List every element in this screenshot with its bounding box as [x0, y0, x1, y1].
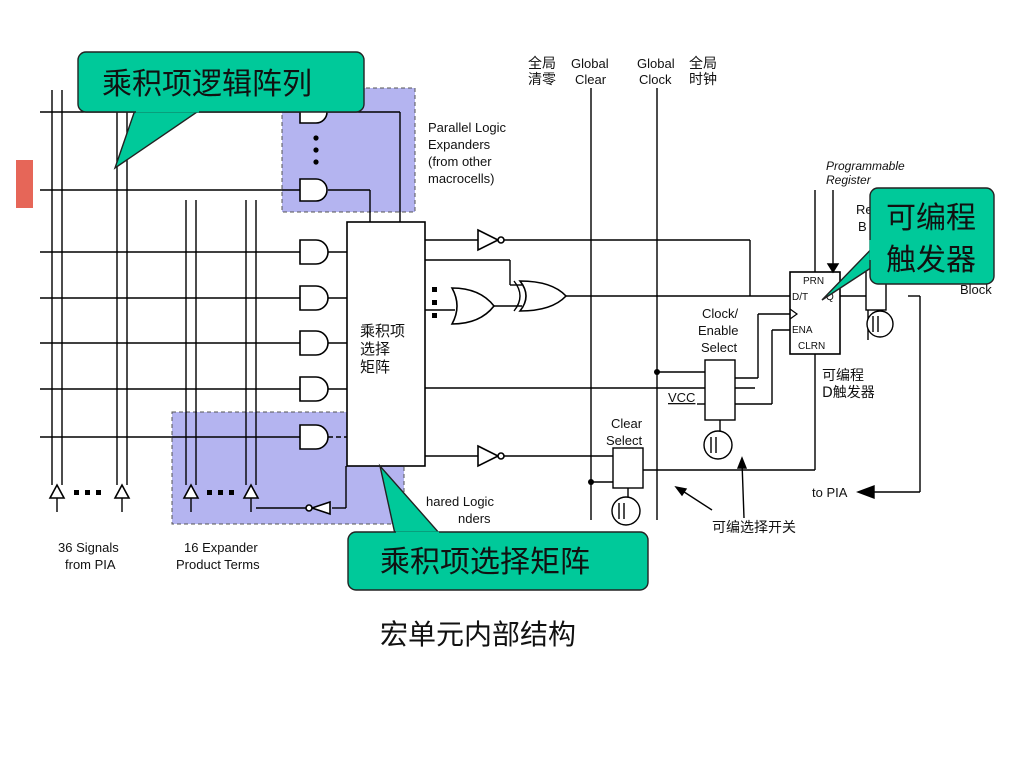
and-gate-6 — [299, 376, 329, 402]
clock-enable-select-2: Enable — [698, 323, 738, 338]
parallel-expanders-1: Parallel Logic — [428, 120, 507, 135]
callout-product-term-array-text: 乘积项逻辑阵列 — [102, 67, 312, 102]
slide-accent-bar — [16, 160, 33, 208]
inverter-bottom — [477, 444, 500, 468]
callout-product-term-array: 乘积项逻辑阵列 — [77, 51, 365, 170]
expander-terms-1: 16 Expander — [184, 540, 258, 555]
matrix-box-line-3: 矩阵 — [360, 358, 390, 376]
global-clear-cn-1: 全局 — [528, 55, 556, 72]
product-term-lines — [40, 111, 300, 438]
register-bypass-2: B — [858, 219, 867, 234]
ff-label-1: 可编程 — [822, 368, 864, 384]
and-gate-7 — [299, 424, 329, 450]
matrix-box-line-1: 乘积项 — [360, 322, 405, 340]
clear-select-mux — [612, 447, 644, 489]
callout-programmable-ff-line-1: 可编程 — [886, 201, 976, 236]
ff-clock-triangle — [789, 308, 799, 320]
expander-dots — [313, 135, 319, 165]
parallel-expanders-2: Expanders — [428, 137, 491, 152]
buffer-input-lines — [56, 498, 252, 512]
ff-pin-clrn: CLRN — [798, 341, 825, 352]
matrix-box-line-2: 选择 — [360, 340, 390, 358]
callout-select-matrix-text: 乘积项选择矩阵 — [380, 545, 590, 580]
ff-pin-dt: D/T — [792, 292, 808, 303]
expander-terms-2: Product Terms — [176, 557, 260, 572]
and-gate-3 — [299, 239, 329, 265]
global-clock-cn-2: 时钟 — [689, 71, 717, 88]
programmable-register-2: Register — [826, 173, 872, 187]
and-gate-2 — [299, 178, 328, 202]
block-label: Block — [960, 282, 992, 297]
clock-enable-wires — [657, 313, 790, 432]
callout-programmable-ff-line-2: 触发器 — [886, 243, 976, 278]
shared-expanders-1: hared Logic — [426, 494, 494, 509]
ff-pin-q: Q — [826, 292, 834, 303]
matrix-outputs — [425, 239, 755, 457]
clear-select-1: Clear — [611, 416, 643, 431]
switch-arrows — [674, 456, 748, 519]
or-xor-wires — [494, 295, 750, 307]
pia-signals-2: from PIA — [65, 557, 116, 572]
ff-pin-prn: PRN — [803, 276, 824, 287]
inverter-shared — [309, 500, 331, 516]
product-term-select-matrix-box — [346, 221, 426, 467]
shared-expanders-2: nders — [458, 511, 491, 526]
programmable-register-1: Programmable — [826, 159, 905, 173]
global-clock-en-1: Global — [637, 56, 675, 71]
xor-gate — [518, 280, 568, 312]
parallel-expanders-4: macrocells) — [428, 171, 494, 186]
parallel-expanders-3: (from other — [428, 154, 492, 169]
caption: 宏单元内部结构 — [380, 618, 576, 651]
inverter-top — [477, 228, 500, 252]
global-clock-en-2: Clock — [639, 72, 672, 87]
inverter-wires — [256, 239, 790, 509]
xor-input-arc — [513, 280, 521, 312]
to-pia-label: to PIA — [812, 485, 848, 500]
pia-signals-1: 36 Signals — [58, 540, 119, 555]
programmable-switch-label: 可编选择开关 — [712, 520, 796, 536]
clock-enable-select-1: Clock/ — [702, 306, 739, 321]
or-gate — [450, 287, 496, 325]
register-bypass-1: Re — [856, 202, 873, 217]
ff-label-2: D触发器 — [822, 385, 875, 401]
and-gate-5 — [299, 330, 329, 356]
matrix-dots — [432, 287, 437, 318]
clock-select-switch — [703, 430, 733, 460]
and-gate-4 — [299, 285, 329, 311]
clear-select-wires — [591, 469, 815, 498]
global-clock-cn-1: 全局 — [689, 55, 717, 72]
inverters — [305, 228, 505, 516]
clear-select-switch — [611, 496, 641, 526]
global-clear-en-2: Clear — [575, 72, 607, 87]
ff-pin-ena: ENA — [792, 325, 813, 336]
bypass-switch — [866, 310, 894, 338]
clear-select-2: Select — [606, 433, 643, 448]
clock-enable-select-3: Select — [701, 340, 738, 355]
global-clear-en-1: Global — [571, 56, 609, 71]
global-clear-cn-2: 清零 — [528, 72, 556, 88]
buffer-dots — [74, 490, 234, 495]
callout-select-matrix: 乘积项选择矩阵 — [347, 463, 649, 591]
vcc-label: VCC — [668, 390, 695, 405]
callout-programmable-ff: 可编程 触发器 — [821, 187, 995, 301]
clock-enable-mux — [704, 359, 736, 421]
